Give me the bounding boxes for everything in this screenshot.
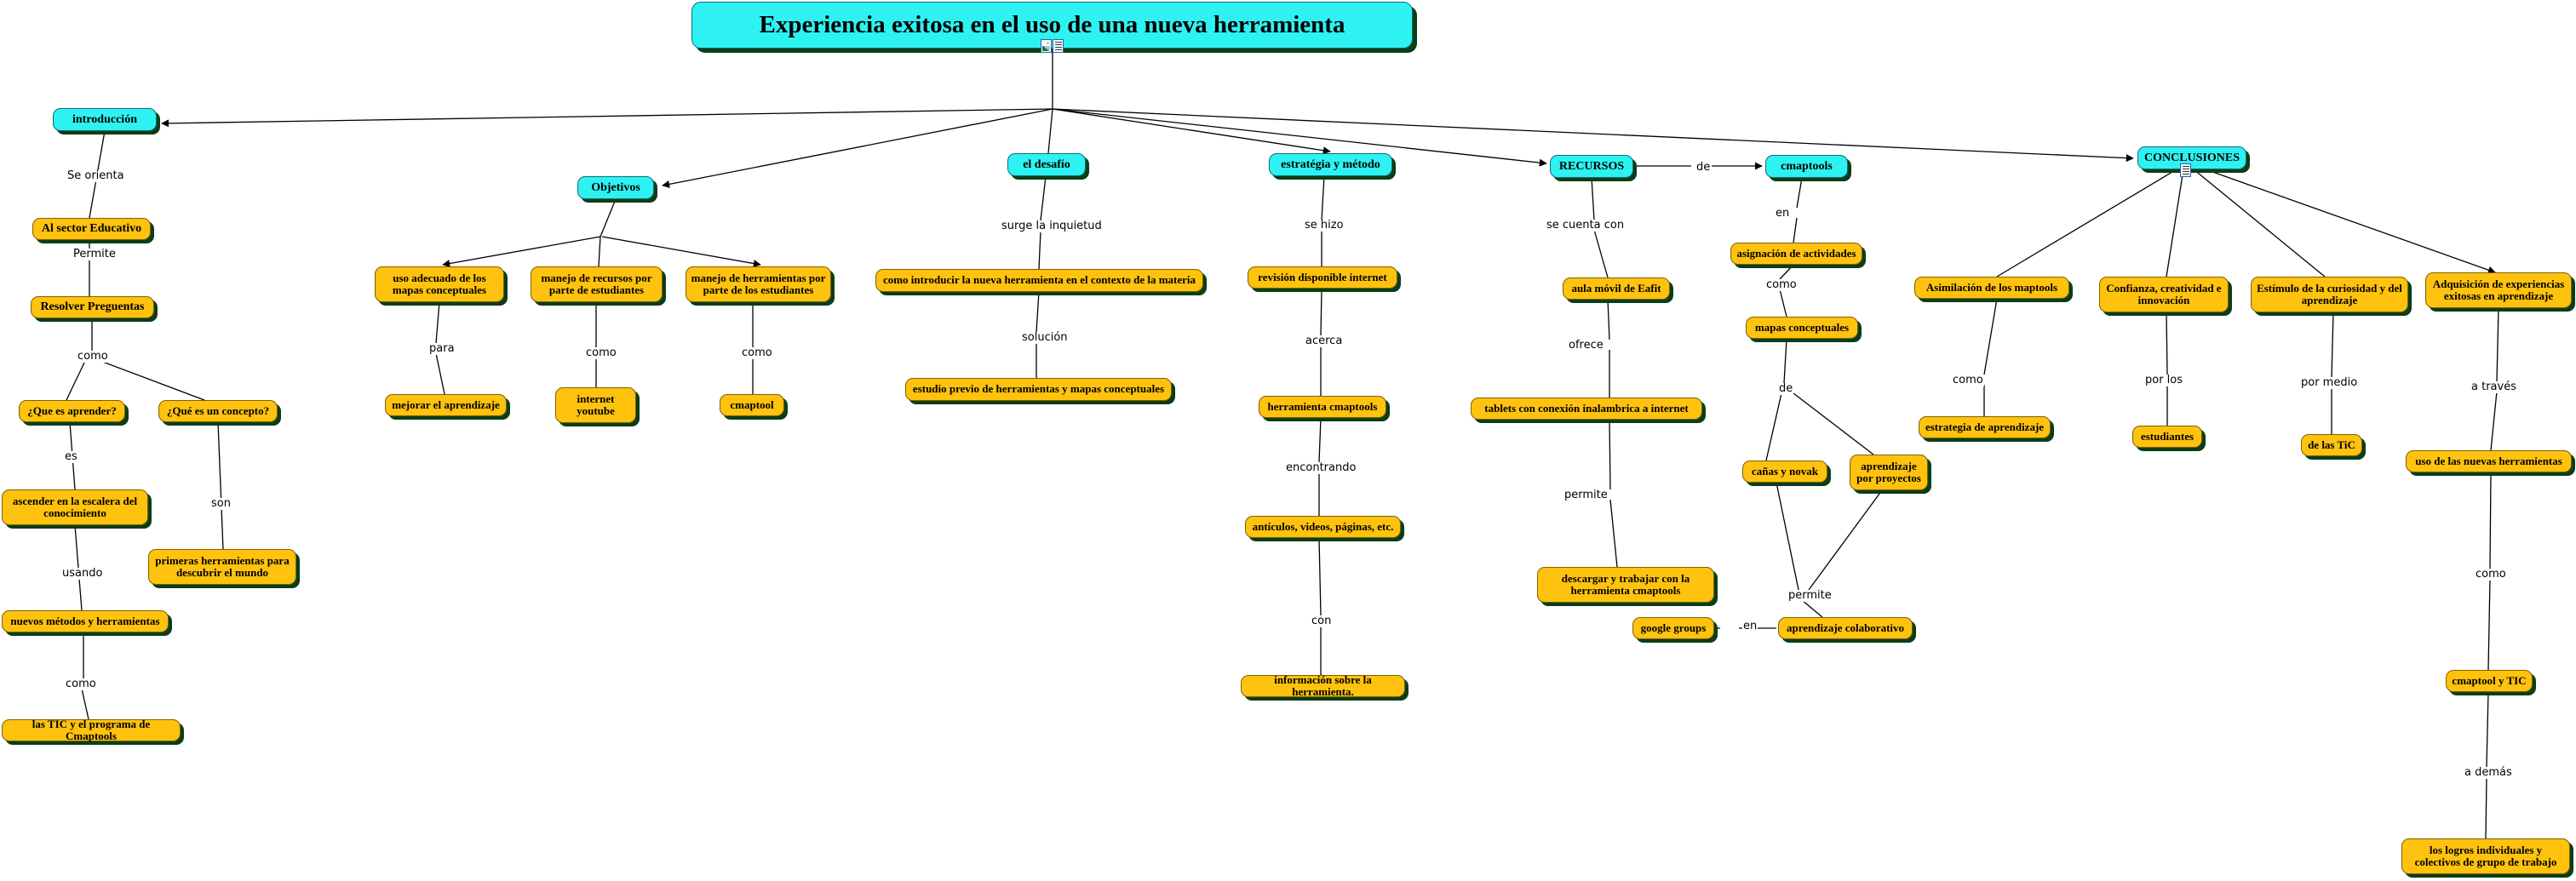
link-label-lbl-en-1[interactable]: en (1775, 207, 1791, 220)
concept-node-queaprender[interactable]: ¿Que es aprender? (19, 400, 125, 422)
concept-node-delastic[interactable]: de las TiC (2301, 434, 2362, 456)
link-label-lbl-por-los[interactable]: por los (2144, 374, 2184, 387)
link-label-lbl-como-5[interactable]: como (1765, 278, 1798, 292)
link-label-lbl-encontrando[interactable]: encontrando (1285, 461, 1357, 475)
concept-node-herrcmap[interactable]: herramienta cmaptools (1259, 396, 1386, 418)
link-label-lbl-acerca[interactable]: acerca (1305, 335, 1344, 348)
concept-node-googlegroups[interactable]: google groups (1632, 617, 1714, 639)
link-label-lbl-ofrece[interactable]: ofrece (1568, 339, 1604, 352)
link-label-lbl-para[interactable]: para (428, 342, 456, 356)
concept-node-resolver[interactable]: Resolver Preguentas (31, 296, 154, 318)
title-resource-icons[interactable] (1041, 39, 1064, 53)
link-label-lbl-surge[interactable]: surge la inquietud (1001, 220, 1103, 233)
link-label-lbl-permite-2[interactable]: permite (1563, 489, 1609, 502)
link-label-lbl-se-hizo[interactable]: se hizo (1304, 219, 1345, 232)
concept-node-aprendproy[interactable]: aprendizaje por proyectos (1850, 455, 1928, 490)
link-label-lbl-como-6[interactable]: como (1952, 374, 1984, 387)
link-label-lbl-usando[interactable]: usando (61, 567, 104, 581)
link-label-lbl-son[interactable]: son (210, 497, 232, 511)
link-label-lbl-por-medio[interactable]: por medio (2300, 376, 2359, 390)
link-label-lbl-de-2[interactable]: de (1778, 382, 1794, 396)
link-label-lbl-permite-3[interactable]: permite (1787, 589, 1833, 603)
link-label-lbl-a-demas[interactable]: a demás (2464, 766, 2513, 780)
concept-node-manejorec[interactable]: manejo de recursos por parte de estudian… (531, 266, 663, 302)
link-label-lbl-en-2[interactable]: en (1742, 620, 1758, 633)
concept-node-usoadecuado[interactable]: uso adecuado de los mapas conceptuales (375, 266, 504, 302)
concept-node-primeras[interactable]: primeras herramientas para descubrir el … (148, 549, 296, 585)
topic-node-estrategia[interactable]: estratégia y método (1269, 153, 1392, 176)
topic-node-objetivos[interactable]: Objetivos (577, 176, 654, 199)
concept-node-queconcepto[interactable]: ¿Qué es un concepto? (158, 400, 278, 422)
concept-node-logros[interactable]: los logros individuales y colectivos de … (2401, 838, 2570, 874)
concept-node-asimilacion[interactable]: Asimilación de los maptools (1914, 277, 2069, 299)
link-label-lbl-de-1[interactable]: de (1695, 161, 1712, 174)
picture-resource-icon[interactable] (1041, 39, 1052, 53)
link-label-lbl-se-orienta[interactable]: Se orienta (66, 169, 125, 183)
concept-node-tablets[interactable]: tablets con conexión inalambrica a inter… (1471, 398, 1702, 420)
concept-node-ascender[interactable]: ascender en la escalera del conocimiento (2, 489, 148, 525)
concept-node-estudiantes[interactable]: estudiantes (2132, 426, 2202, 448)
document-resource-icon[interactable] (1053, 39, 1064, 53)
concept-node-articulos[interactable]: antículos, videos, páginas, etc. (1245, 516, 1401, 538)
concept-node-mapasconc[interactable]: mapas conceptuales (1746, 317, 1858, 339)
concept-node-estimulo[interactable]: Estímulo de la curiosidad y del aprendiz… (2251, 277, 2408, 312)
topic-node-introduccion[interactable]: introducción (53, 108, 157, 131)
link-label-lbl-solucion[interactable]: solución (1021, 331, 1069, 345)
concept-node-aprendcolab[interactable]: aprendizaje colaborativo (1778, 617, 1913, 639)
link-label-lbl-se-cuenta[interactable]: se cuenta con (1546, 219, 1626, 232)
concept-node-estudioprev[interactable]: estudio previo de herramientas y mapas c… (905, 378, 1172, 401)
link-label-lbl-como-4[interactable]: como (741, 346, 773, 360)
concept-node-adquisicion[interactable]: Adquisición de experiencias exitosas en … (2425, 272, 2572, 308)
link-label-lbl-permite-1[interactable]: Permite (72, 248, 117, 261)
concept-node-manejoherr[interactable]: manejo de herramientas por parte de los … (686, 266, 831, 302)
concept-node-lastic[interactable]: las TIC y el programa de Cmaptools (2, 718, 181, 742)
concept-node-estrategiaap[interactable]: estrategia de aprendizaje (1919, 416, 2051, 438)
concept-node-descargar[interactable]: descargar y trabajar con la herramienta … (1537, 567, 1714, 603)
link-label-lbl-a-traves[interactable]: a través (2470, 380, 2517, 394)
topic-node-recursos[interactable]: RECURSOS (1550, 155, 1633, 178)
concept-node-canas[interactable]: cañas y novak (1742, 461, 1827, 483)
concept-node-cmaptooltic[interactable]: cmaptool y TIC (2446, 670, 2533, 692)
topic-node-desafio[interactable]: el desafío (1007, 153, 1086, 176)
concept-node-confianza[interactable]: Confianza, creatividad e innovación (2099, 277, 2229, 312)
link-label-lbl-como-7[interactable]: como (2475, 568, 2507, 581)
concept-node-revision[interactable]: revisión disponible internet (1248, 266, 1397, 289)
link-label-lbl-es[interactable]: es (64, 450, 78, 464)
concept-node-usonuevas[interactable]: uso de las nuevas herramientas (2406, 450, 2572, 472)
document-resource-icon[interactable] (2180, 163, 2191, 177)
map-title-node[interactable]: Experiencia exitosa en el uso de una nue… (691, 2, 1413, 49)
concept-node-internetyt[interactable]: internet youtube (555, 387, 636, 423)
concept-node-sector[interactable]: Al sector Educativo (32, 218, 151, 240)
topic-node-cmaptools[interactable]: cmaptools (1765, 155, 1848, 178)
concept-node-aulamovil[interactable]: aula móvil de Eafit (1563, 277, 1670, 300)
concept-node-comointro[interactable]: como introducir la nueva herramienta en … (875, 269, 1203, 292)
link-label-lbl-como-2[interactable]: como (65, 678, 97, 691)
topic-node-conclusiones[interactable]: CONCLUSIONES (2137, 146, 2246, 169)
concept-node-mejorar[interactable]: mejorar el aprendizaje (385, 394, 507, 416)
concept-node-cmaptoolsub[interactable]: cmaptool (720, 394, 784, 416)
link-label-lbl-como-3[interactable]: como (585, 346, 617, 360)
concept-node-informacion[interactable]: información sobre la herramienta. (1241, 673, 1405, 698)
link-label-lbl-con-1[interactable]: con (1311, 615, 1333, 628)
conclusiones-resource-icons[interactable] (2180, 163, 2191, 177)
link-label-lbl-como-1[interactable]: como (77, 350, 109, 363)
concept-node-asignacion[interactable]: asignación de actividades (1730, 243, 1862, 265)
concept-node-nuevosmet[interactable]: nuevos métodos y herramientas (2, 610, 169, 632)
